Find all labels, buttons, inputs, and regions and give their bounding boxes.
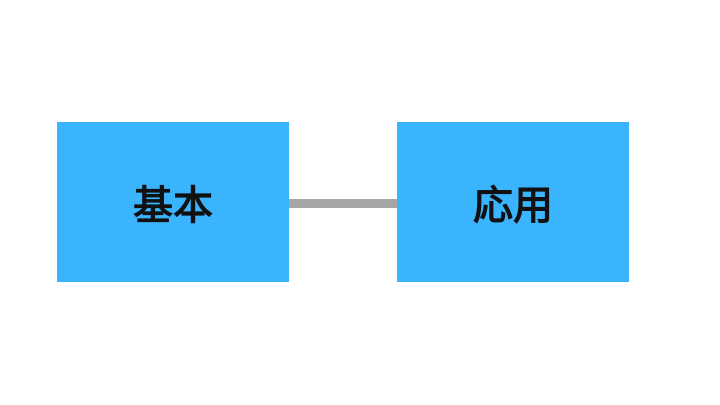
node-applied-label: 応用: [473, 183, 553, 229]
node-basic-label: 基本: [133, 183, 213, 229]
node-basic: 基本: [57, 122, 289, 282]
node-applied: 応用: [397, 122, 629, 282]
edge-basic-applied: [289, 199, 397, 208]
